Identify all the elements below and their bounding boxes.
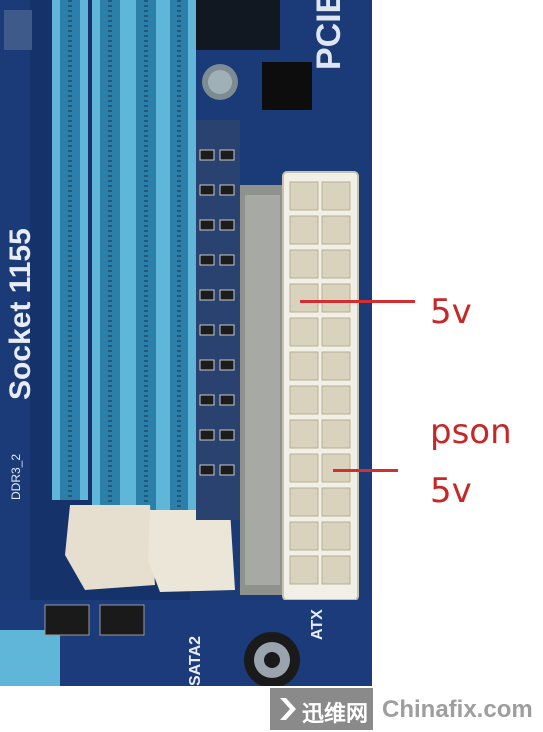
chip — [190, 0, 280, 50]
dimm-slot-4 — [164, 0, 196, 510]
annotation-pson: pson — [430, 412, 512, 452]
atx-silkscreen: ATX — [309, 609, 326, 640]
dimm-latch — [65, 505, 155, 590]
dimm-slot-1 — [52, 0, 88, 500]
sata-silkscreen: SATA2 — [187, 636, 204, 686]
pointer-line-top-5v — [300, 300, 415, 303]
dimm-slot-3 — [128, 0, 164, 510]
arrow-icon — [280, 698, 296, 720]
annotation-5v-top: 5v — [430, 292, 472, 332]
pcie-silkscreen: PCIE — [310, 0, 348, 70]
atx-24pin-connector — [240, 171, 359, 601]
dimm-latch — [148, 510, 235, 592]
watermark-logo-box: 迅维网 — [270, 688, 373, 730]
ddr-silkscreen: DDR3_2 — [9, 454, 23, 500]
sata-port — [0, 630, 60, 686]
motherboard-photo: PCIE Socket 1155 DDR3_2 — [0, 0, 372, 686]
watermark: 迅维网 Chinafix.com — [270, 688, 543, 732]
annotation-5v-bottom: 5v — [430, 471, 472, 511]
dimm-slot-2 — [92, 0, 128, 510]
pointer-line-bottom-5v — [333, 469, 398, 472]
watermark-cn-text: 迅维网 — [302, 702, 369, 727]
watermark-en-text: Chinafix.com — [382, 696, 533, 723]
socket-silkscreen: Socket 1155 — [4, 228, 37, 400]
chip — [262, 62, 312, 110]
